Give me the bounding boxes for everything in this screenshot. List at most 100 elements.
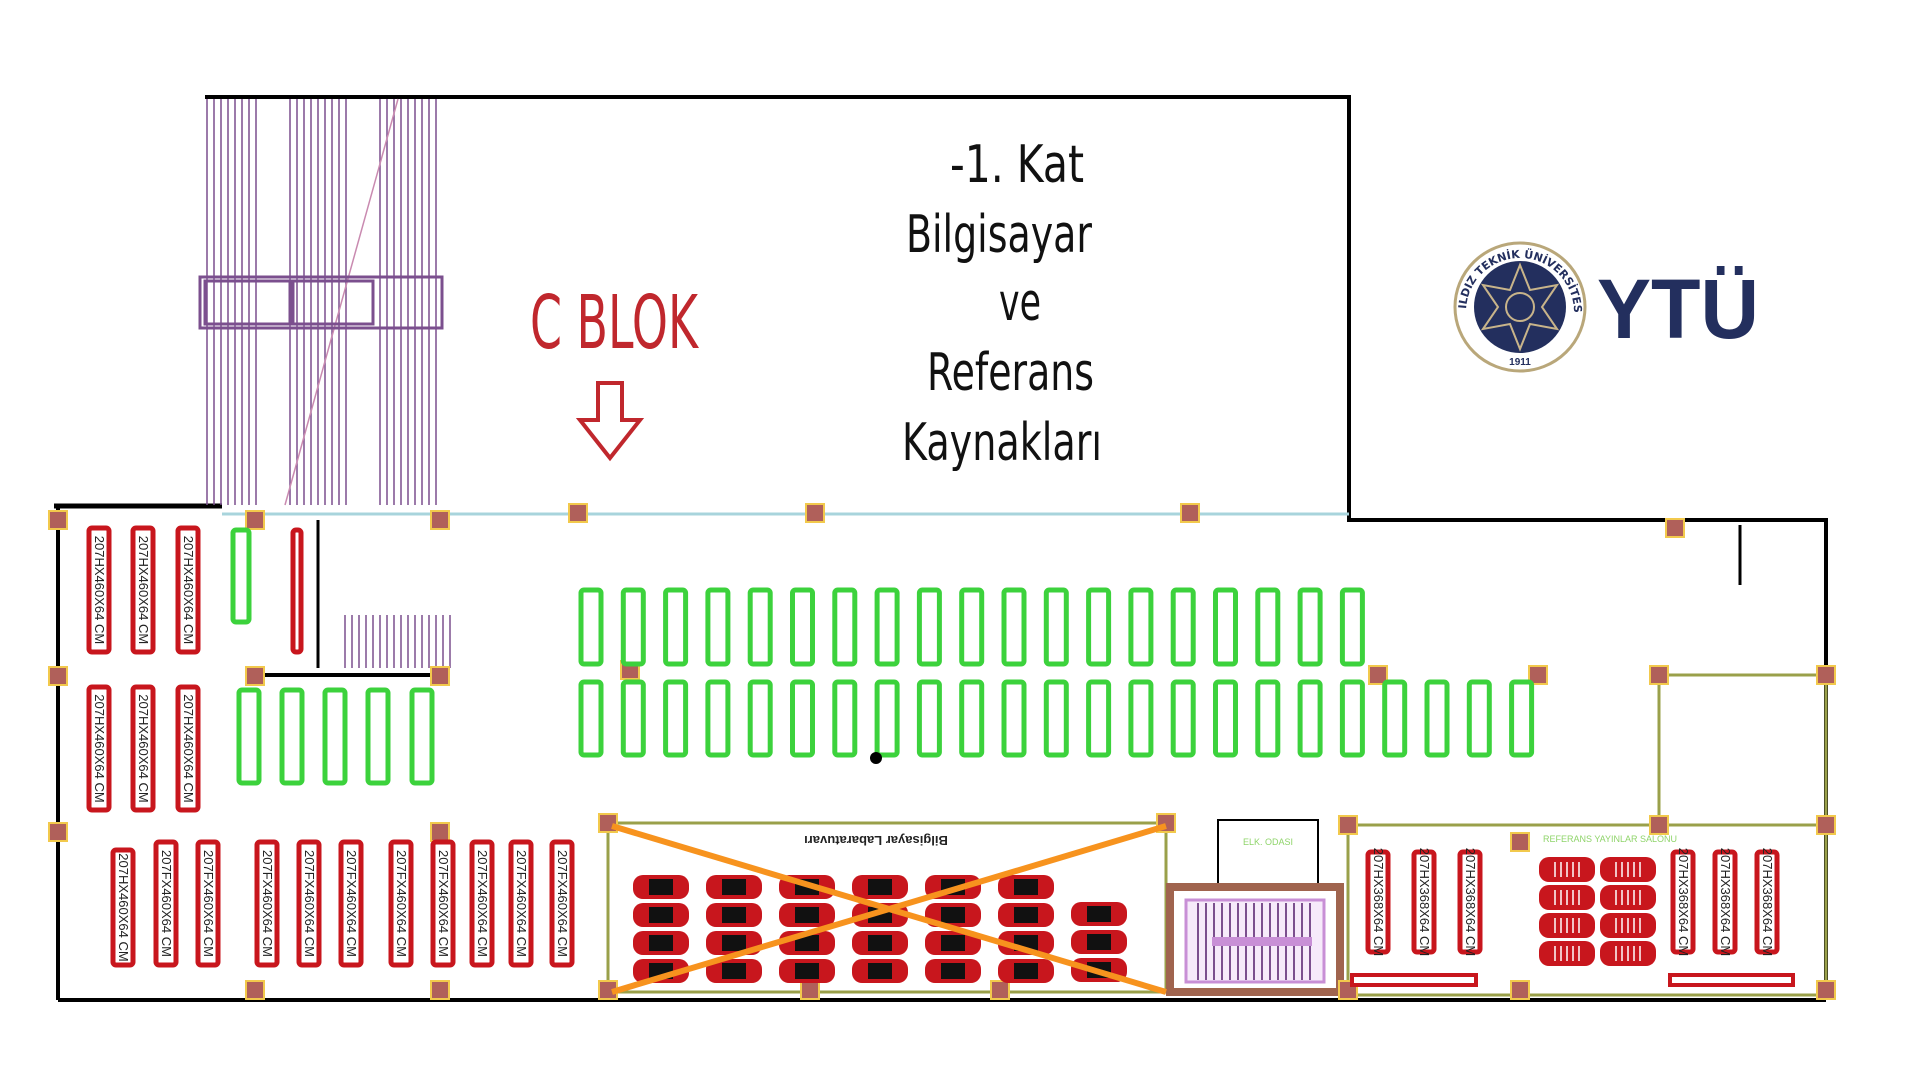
column — [800, 980, 820, 1000]
shelf-label: 207HX460X64 CM — [116, 853, 131, 961]
column — [1816, 980, 1836, 1000]
shelf — [409, 687, 435, 786]
column — [805, 503, 825, 523]
seal-text: YILDIZ TEKNİK ÜNİVERSİTESİ — [0, 0, 1584, 313]
shelf-label: 207FX460X64 CM — [260, 850, 275, 957]
column — [48, 510, 68, 530]
shelf: 207FX460X64 CM — [508, 839, 534, 968]
shelf — [1509, 679, 1535, 758]
table-group — [633, 875, 689, 983]
shelf-label: 207HX368X64 CM — [1371, 848, 1386, 956]
computer — [795, 963, 819, 979]
shelf: 207HX368X64 CM — [1670, 848, 1696, 956]
shelf — [578, 587, 604, 667]
ytu-wordmark: YTÜ — [1597, 262, 1759, 356]
shelf — [790, 587, 815, 667]
shelf-label: 207HX368X64 CM — [1417, 848, 1432, 956]
shelf-label: 207HX460X64 CM — [181, 536, 196, 644]
shelf-label: 207FX460X64 CM — [201, 850, 216, 957]
shelf — [747, 679, 773, 758]
table-group — [998, 875, 1054, 983]
external-stairs — [206, 98, 437, 506]
computer — [722, 935, 746, 951]
shelf — [874, 587, 900, 667]
computer — [941, 907, 965, 923]
shelf — [747, 587, 773, 667]
column — [1649, 665, 1669, 685]
computer — [795, 907, 819, 923]
column — [1816, 665, 1836, 685]
shelf — [230, 527, 252, 625]
table-group — [706, 875, 762, 983]
shelf: 207HX460X64 CM — [175, 525, 201, 655]
column — [1510, 832, 1530, 852]
shelf-label: 207HX368X64 CM — [1463, 848, 1478, 956]
bench — [1350, 973, 1478, 987]
shelf — [620, 587, 646, 667]
shelf — [1001, 679, 1027, 758]
computer — [941, 935, 965, 951]
column — [568, 503, 588, 523]
shelf-label: 207HX460X64 CM — [136, 694, 151, 802]
shelf — [1086, 587, 1112, 667]
arrow-down-icon — [575, 381, 645, 462]
shelf — [1339, 679, 1365, 758]
shelf — [1255, 679, 1281, 758]
shelf — [290, 527, 304, 655]
table-group — [1539, 857, 1595, 966]
shelf: 207FX460X64 CM — [430, 839, 456, 968]
shelf: 207HX460X64 CM — [175, 684, 201, 813]
shelf — [1213, 587, 1238, 667]
shelf — [1424, 679, 1450, 758]
column — [430, 666, 450, 686]
marker-dot — [870, 752, 882, 764]
shelf: 207HX460X64 CM — [130, 684, 156, 813]
computer — [1087, 934, 1111, 950]
computer — [868, 935, 892, 951]
shelf: 207FX460X64 CM — [153, 839, 179, 968]
shelf: 207FX460X64 CM — [296, 839, 322, 968]
shelf: 207HX368X64 CM — [1754, 848, 1780, 956]
columns — [48, 503, 1836, 1000]
shelf — [1001, 587, 1027, 667]
column — [245, 666, 265, 686]
table-group — [852, 875, 908, 983]
column — [1368, 665, 1388, 685]
column — [1338, 815, 1358, 835]
electric-room-label: ELK. ODASI — [1243, 837, 1293, 847]
computer — [1014, 907, 1038, 923]
shelf — [959, 587, 985, 667]
shelf: 207FX460X64 CM — [195, 839, 221, 968]
computer — [941, 963, 965, 979]
shelf: 207HX460X64 CM — [86, 684, 112, 813]
reference-hall-label: REFERANS YAYINLAR SALONU — [1543, 834, 1677, 844]
shelf — [279, 687, 305, 786]
title-line-3: ve — [999, 273, 1041, 333]
bench — [1668, 973, 1795, 987]
column — [430, 980, 450, 1000]
shelf — [1086, 679, 1112, 758]
shelf — [959, 679, 985, 758]
computer — [868, 879, 892, 895]
shelf: 207HX460X64 CM — [110, 847, 136, 968]
shelf-label: 207HX460X64 CM — [181, 694, 196, 802]
column — [1649, 815, 1669, 835]
lab-label: Bilgisayar Labaratuvarı — [804, 833, 948, 848]
shelf: 207HX368X64 CM — [1411, 848, 1437, 956]
shelf — [663, 587, 689, 667]
shelf: 207HX460X64 CM — [130, 525, 156, 655]
shelf — [1043, 587, 1069, 667]
computer — [649, 907, 673, 923]
shelf — [365, 687, 391, 786]
computer — [722, 879, 746, 895]
computer — [795, 935, 819, 951]
shelf: 207FX460X64 CM — [388, 839, 414, 968]
shelf — [236, 687, 262, 786]
shelf — [1297, 679, 1323, 758]
shelf — [1382, 679, 1408, 758]
shelf-label: 207HX368X64 CM — [1718, 848, 1733, 956]
computer — [649, 879, 673, 895]
shelf-label: 207HX460X64 CM — [92, 694, 107, 802]
block-label: C BLOK — [530, 280, 700, 366]
shelf-label: 207HX368X64 CM — [1676, 848, 1691, 956]
